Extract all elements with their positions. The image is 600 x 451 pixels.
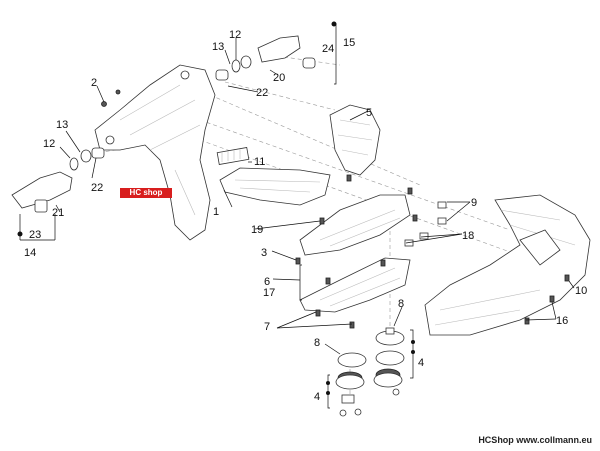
callout-20: 20 bbox=[273, 72, 285, 84]
callout-10: 10 bbox=[575, 285, 587, 297]
callout-13b: 13 bbox=[56, 119, 68, 131]
callout-8b: 8 bbox=[314, 337, 320, 349]
callout-22b: 22 bbox=[91, 182, 103, 194]
callout-19: 19 bbox=[251, 224, 263, 236]
reflector-stack bbox=[335, 327, 405, 417]
group-dot-4b bbox=[326, 381, 330, 385]
callout-11: 11 bbox=[254, 156, 265, 168]
rear-frame-mudguard bbox=[94, 64, 216, 241]
fasteners bbox=[101, 89, 570, 329]
callout-15: 15 bbox=[343, 37, 355, 49]
group-dot-4a-2 bbox=[411, 350, 415, 354]
callout-14: 14 bbox=[24, 247, 36, 259]
callout-12b: 12 bbox=[43, 138, 55, 150]
callout-7: 7 bbox=[264, 321, 270, 333]
callout-16: 16 bbox=[556, 315, 568, 327]
callout-24: 24 bbox=[322, 43, 334, 55]
tail-lamp bbox=[219, 167, 331, 206]
callout-2: 2 bbox=[91, 77, 97, 89]
leader-lines bbox=[55, 38, 575, 355]
callout-21: 21 bbox=[52, 207, 64, 219]
callout-17: 17 bbox=[263, 287, 275, 299]
lower-undertray bbox=[299, 257, 411, 313]
right-turn-signal bbox=[215, 35, 316, 81]
callout-13a: 13 bbox=[212, 41, 224, 53]
left-turn-signal bbox=[11, 147, 105, 213]
callout-8a: 8 bbox=[398, 298, 404, 310]
upper-undertray bbox=[299, 194, 411, 256]
callout-5: 5 bbox=[366, 107, 372, 119]
callout-18: 18 bbox=[462, 230, 474, 242]
callout-4b: 4 bbox=[314, 391, 320, 403]
callout-6: 6 bbox=[264, 276, 270, 288]
callout-23: 23 bbox=[29, 229, 41, 241]
callout-22a: 22 bbox=[256, 87, 268, 99]
lamp-housing bbox=[329, 104, 381, 176]
callout-labels: 1 2 3 4 4 5 6 7 8 8 9 10 11 12 12 13 13 … bbox=[24, 29, 587, 403]
group-dot-14 bbox=[17, 231, 23, 237]
callout-12a: 12 bbox=[229, 29, 241, 41]
callout-4a: 4 bbox=[418, 357, 424, 369]
plate-light bbox=[216, 147, 250, 165]
group-dot-4b-2 bbox=[326, 391, 330, 395]
callout-9: 9 bbox=[471, 197, 477, 209]
hc-shop-logo: HC shop bbox=[120, 188, 172, 198]
callout-3: 3 bbox=[261, 247, 267, 259]
callout-1: 1 bbox=[213, 206, 219, 218]
group-dot-4a bbox=[411, 340, 415, 344]
rear-body-panel bbox=[424, 194, 591, 336]
footer-credit: HCShop www.collmann.eu bbox=[478, 435, 592, 445]
group-dot-15 bbox=[331, 21, 337, 27]
